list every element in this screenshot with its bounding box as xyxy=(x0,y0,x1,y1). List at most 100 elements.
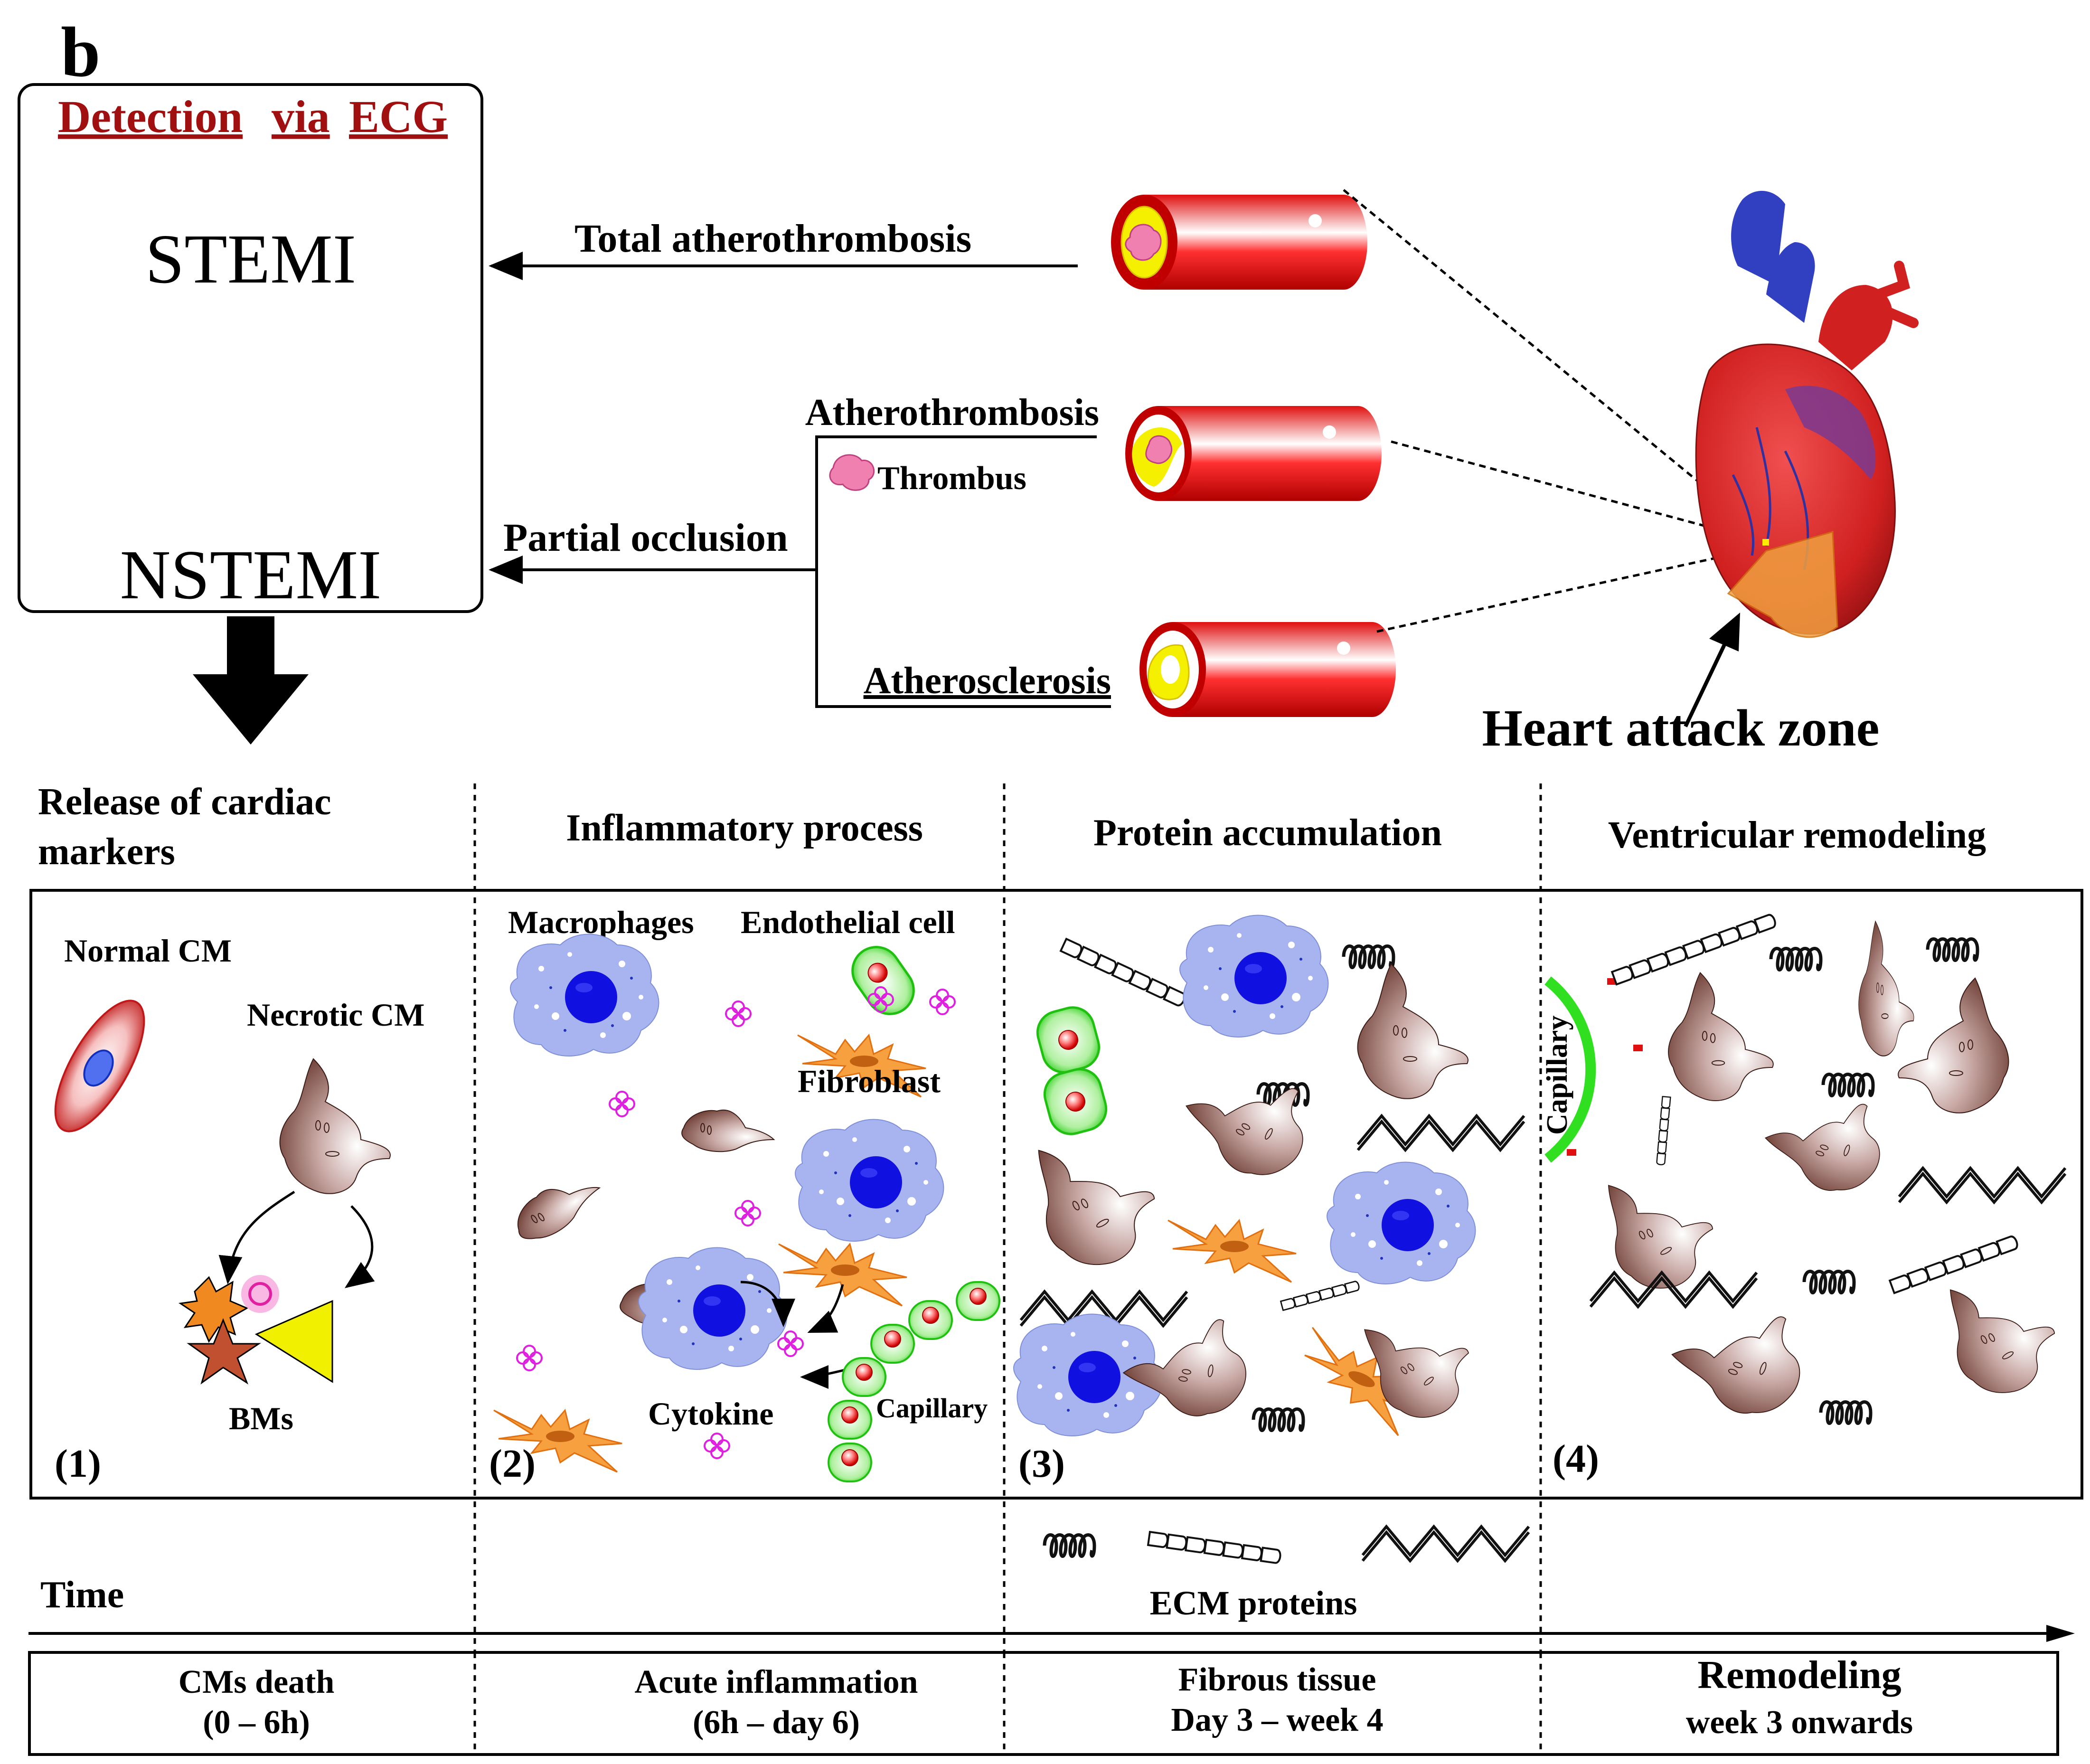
capillary-label: Capillary xyxy=(876,1393,988,1424)
stage-2-number: (2) xyxy=(489,1442,536,1486)
ecm-legend-chain xyxy=(1147,1531,1282,1565)
partial-occlusion-label: Partial occlusion xyxy=(503,516,788,560)
macrophage-cell xyxy=(510,934,659,1057)
stage-3-heading: Protein accumulation xyxy=(1093,812,1442,854)
capillary-curved xyxy=(1544,976,1596,1163)
stage-1-heading-line2: markers xyxy=(38,831,175,873)
biomarker-burst-icon xyxy=(178,1276,249,1343)
stages-panel xyxy=(29,889,2083,1500)
ecm-proteins-label: ECM proteins xyxy=(1150,1584,1357,1622)
macrophage-cell xyxy=(795,1119,944,1242)
ecm-coil xyxy=(1823,1075,1873,1096)
cytokine-icon xyxy=(734,1200,761,1226)
capillary-curved-label: Capillary xyxy=(1541,1016,1573,1135)
ecm-coil xyxy=(1928,939,1977,961)
atherosclerosis-label: Atherosclerosis xyxy=(864,660,1111,702)
heart-illustration xyxy=(1695,190,1919,638)
stage-1-time-line1: CMs death xyxy=(179,1664,335,1700)
time-label: Time xyxy=(40,1574,124,1616)
normal-cm-label: Normal CM xyxy=(64,933,232,969)
fibroblast-cell xyxy=(778,1243,908,1307)
necrotic-cell xyxy=(1858,921,1914,1057)
vessel-atherosclerosis xyxy=(1139,622,1396,717)
stage-2-time-line1: Acute inflammation xyxy=(635,1664,918,1700)
stage-4-time-line1: Remodeling xyxy=(1697,1653,1901,1697)
necrotic-cell xyxy=(1342,1287,1489,1436)
capillary-mark xyxy=(1567,1149,1576,1156)
detection-box xyxy=(18,83,483,613)
ecm-chain xyxy=(1889,1234,2020,1294)
necrotic-cell xyxy=(1924,1255,2071,1411)
macrophage-cell xyxy=(1327,1161,1476,1284)
stage-4-time-line2: week 3 onwards xyxy=(1686,1704,1913,1741)
ecm-chain xyxy=(1280,1280,1361,1311)
ecm-legend-fiber xyxy=(1363,1527,1529,1561)
ecm-coil xyxy=(1344,946,1393,968)
stage-2-time-line2: (6h – day 6) xyxy=(693,1704,860,1741)
endothelial-cell-label: Endothelial cell xyxy=(741,904,955,940)
cytokine-icon xyxy=(725,1000,752,1027)
time-axis-arrowhead xyxy=(2046,1625,2075,1642)
release-arrow-right xyxy=(344,1205,375,1288)
vessel-total-occlusion xyxy=(1111,195,1367,290)
necrotic-cm-label: Necrotic CM xyxy=(247,997,424,1033)
time-box xyxy=(28,1651,2059,1756)
thrombus-icon xyxy=(829,454,875,491)
stage-3-time-line1: Fibrous tissue xyxy=(1178,1661,1376,1698)
stage-1-heading-line1: Release of cardiac xyxy=(38,781,331,823)
branch-bracket xyxy=(815,435,1111,708)
detection-word: Detection xyxy=(58,91,243,142)
cytokine-icon xyxy=(704,1433,730,1459)
ecm-coil xyxy=(1771,949,1821,970)
endothelial-pair xyxy=(1036,1006,1108,1135)
necrotic-cell xyxy=(1170,1045,1327,1193)
ecm-coil xyxy=(1253,1409,1303,1431)
stage-1-time-line2: (0 – 6h) xyxy=(203,1704,310,1741)
ecm-coil xyxy=(1821,1402,1871,1424)
biomarker-circle-ring xyxy=(248,1282,272,1306)
ecm-chain xyxy=(1060,938,1187,1008)
stage-3-time-line2: Day 3 – week 4 xyxy=(1171,1702,1383,1738)
heart-attack-zone-label: Heart attack zone xyxy=(1482,699,1880,757)
stage-3-number: (3) xyxy=(1018,1442,1065,1486)
ecm-fiber xyxy=(1358,1116,1524,1150)
ecm-chain xyxy=(1611,913,1778,986)
panel-letter: b xyxy=(61,13,100,92)
necrotic-cell xyxy=(1009,1111,1173,1284)
vessel-atherothrombosis xyxy=(1125,406,1382,501)
cytokine-arrow xyxy=(740,1281,795,1327)
biomarker-star-icon xyxy=(187,1318,261,1385)
stage-4-number: (4) xyxy=(1553,1437,1599,1481)
necrotic-cell xyxy=(1898,978,2009,1113)
stemi-label: STEMI xyxy=(145,220,356,298)
nstemi-label: NSTEMI xyxy=(120,536,382,614)
biomarker-triangle-icon xyxy=(254,1300,333,1383)
cytokine-icon xyxy=(609,1091,635,1117)
heart-attack-arrowhead xyxy=(1709,613,1740,651)
fibroblast-label: Fibroblast xyxy=(798,1063,941,1099)
dash-connector-2 xyxy=(1391,440,1771,545)
stage-1-number: (1) xyxy=(55,1442,101,1486)
necrotic-cell xyxy=(1357,963,1469,1099)
ecm-legend-coil xyxy=(1045,1535,1094,1556)
necrotic-cell-small xyxy=(681,1109,774,1152)
necrotic-cell-small xyxy=(507,1163,607,1251)
fibroblast-cell xyxy=(1167,1219,1297,1283)
cytokine-arrow xyxy=(807,1284,844,1333)
bms-label: BMs xyxy=(229,1400,293,1436)
ecm-fiber xyxy=(1899,1168,2065,1202)
stage-2-heading: Inflammatory process xyxy=(566,807,923,849)
atherothrombosis-label: Atherothrombosis xyxy=(805,392,1099,434)
cytokine-icon xyxy=(929,989,956,1015)
macrophages-label: Macrophages xyxy=(508,904,694,940)
ecm-chain-small xyxy=(1656,1096,1671,1166)
ecm-coil xyxy=(1804,1272,1854,1293)
necrotic-cm-cell xyxy=(279,1058,391,1194)
normal-cm-cell xyxy=(54,1000,145,1132)
necrotic-cell xyxy=(1755,1076,1896,1205)
capillary-vessel xyxy=(828,1281,1000,1482)
endothelial-cell xyxy=(851,946,915,1015)
cytokine-label: Cytokine xyxy=(648,1396,773,1432)
